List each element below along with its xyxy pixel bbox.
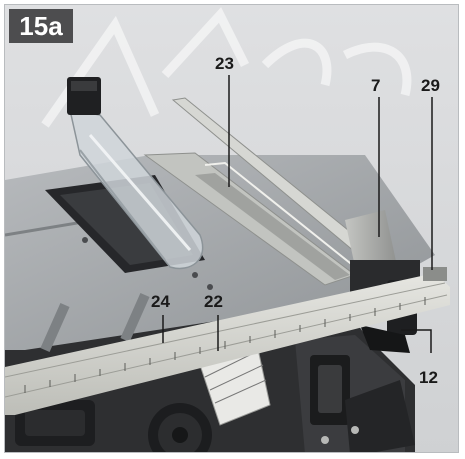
callout-29: 29 <box>421 76 440 95</box>
callout-24: 24 <box>151 292 170 311</box>
callout-23: 23 <box>215 54 234 73</box>
front-rail <box>5 273 450 415</box>
leader-lines <box>162 75 433 353</box>
table-saw-photo <box>5 5 458 452</box>
callout-22: 22 <box>204 292 223 311</box>
rail-scale-ticks <box>24 297 426 393</box>
callout-12: 12 <box>419 368 438 387</box>
photo-frame: 15a 23 7 29 24 22 12 <box>4 4 459 453</box>
figure-label: 15a <box>9 9 73 43</box>
callout-7: 7 <box>371 76 381 95</box>
